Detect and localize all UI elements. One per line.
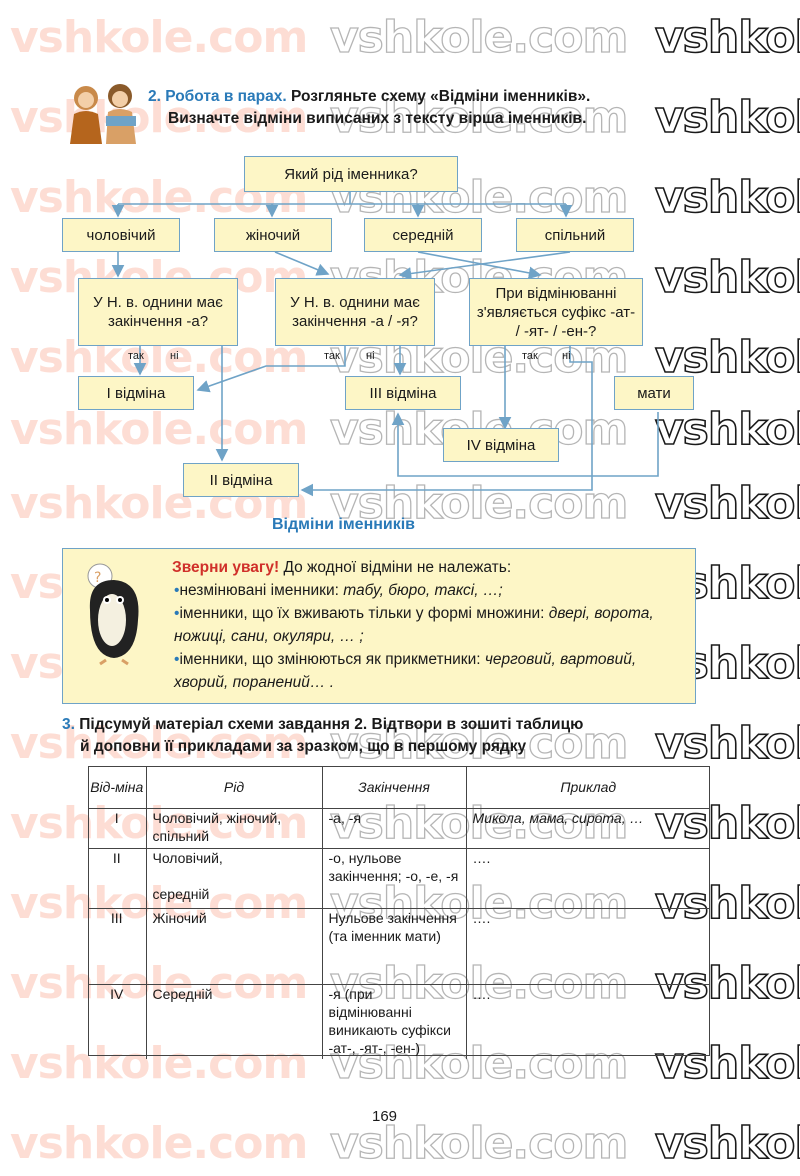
task-3-line-2: й доповни її прикладами за зразком, що в… [80, 738, 527, 755]
header-ending: Закінчення [321, 766, 466, 809]
no-label: ні [562, 350, 571, 362]
cell-ending: -а, -я [321, 808, 466, 849]
note-bullet-1: •незмінювані іменники: табу, бюро, таксі… [174, 582, 503, 599]
cell-declension: ІІІ [88, 908, 146, 985]
table-row: ІІ Чоловічий,середній -о, нульове закінч… [88, 848, 710, 909]
yes-label: так [128, 350, 144, 362]
cell-ending: -я (при відмінюванні виникають суфікси -… [321, 984, 466, 1059]
scheme-arrows [111, 192, 659, 497]
table-row: ІV Середній -я (при відмінюванні виникаю… [88, 984, 710, 1059]
cell-gender: Чоловічий, жіночий, спільний [145, 808, 322, 849]
task-text: Підсумуй матеріал схеми завдання 2. Відт… [79, 716, 584, 733]
cell-example: …. [465, 848, 710, 909]
declension-2-box: ІІ відміна [183, 463, 299, 497]
task-number: 3. [62, 716, 75, 733]
scheme-question-box: Який рід іменника? [244, 156, 458, 192]
header-example: Приклад [465, 766, 710, 809]
gender-neuter-box: середній [364, 218, 482, 252]
gender-common-box: спільний [516, 218, 634, 252]
yes-label: так [522, 350, 538, 362]
cell-gender: Середній [145, 984, 322, 1059]
header-declension: Від-міна [88, 766, 146, 809]
mother-box: мати [614, 376, 694, 410]
watermark: vshkole.com [654, 1117, 800, 1170]
scheme-caption: Відміни іменників [272, 516, 416, 533]
cell-gender: Жіночий [145, 908, 322, 985]
declension-table: Від-міна Рід Закінчення Приклад І Чолові… [88, 766, 710, 1059]
task-3-line-1: 3. Підсумуй матеріал схеми завдання 2. В… [62, 714, 712, 736]
attention-intro: До жодної відміни не належать: [283, 559, 512, 576]
table-header-row: Від-міна Рід Закінчення Приклад [88, 766, 710, 809]
task-number: 2. [148, 88, 161, 105]
yes-label: так [324, 350, 340, 362]
gender-feminine-box: жіночий [214, 218, 332, 252]
attention-label: Зверни увагу! [172, 559, 280, 576]
task-2-line-2: Визначте відміни виписаних з тексту вірш… [168, 110, 587, 127]
declension-4-box: ІV відміна [443, 428, 559, 462]
attention-note-box [62, 548, 696, 704]
gender-masculine-box: чоловічий [62, 218, 180, 252]
no-label: ні [366, 350, 375, 362]
cell-declension: І [88, 808, 146, 849]
cell-ending: Нульове закінчення (та іменник мати) [321, 908, 466, 985]
condition-suffix-box: При відмінюванні з'являється суфікс -ат-… [469, 278, 643, 346]
watermark: vshkole.com [10, 1118, 308, 1169]
cell-example: …. [465, 984, 710, 1059]
cell-gender: Чоловічий,середній [145, 848, 322, 909]
cell-example: …. [465, 908, 710, 985]
pair-work-illustration [70, 84, 136, 144]
mascot-icon: ? [87, 563, 139, 666]
task-2-line-1: 2. Робота в парах. Розгляньте схему «Від… [148, 86, 708, 108]
cell-ending: -о, нульове закінчення; -о, -е, -я [321, 848, 466, 909]
note-bullet-2: •іменники, що їх вживають тільки у формі… [174, 605, 654, 645]
attention-note-text: Зверни увагу! До жодної відміни не належ… [172, 556, 692, 694]
cell-example: Микола, мама, сирота, … [465, 808, 710, 849]
table-row: ІІІ Жіночий Нульове закінчення (та іменн… [88, 908, 710, 985]
declension-3-box: ІІІ відміна [345, 376, 461, 410]
cell-declension: ІV [88, 984, 146, 1059]
task-lead: Робота в парах. [165, 88, 287, 105]
header-gender: Рід [145, 766, 322, 809]
svg-text:?: ? [94, 570, 101, 586]
watermark: vshkole.com [329, 1117, 629, 1169]
table-row: І Чоловічий, жіночий, спільний -а, -я Ми… [88, 808, 710, 849]
declension-1-box: І відміна [78, 376, 194, 410]
page-number: 169 [372, 1108, 398, 1125]
task-text: Розгляньте схему «Відміни іменників». [291, 88, 591, 105]
note-bullet-3: •іменники, що змінюються як прикметники:… [174, 651, 637, 691]
condition-ending-a-box: У Н. в. однини має закінчення -а? [78, 278, 238, 346]
cell-declension: ІІ [88, 848, 146, 909]
no-label: ні [170, 350, 179, 362]
condition-ending-a-ya-box: У Н. в. однини має закінчення -а / -я? [275, 278, 435, 346]
note-heading: Зверни увагу! До жодної відміни не належ… [172, 556, 692, 579]
